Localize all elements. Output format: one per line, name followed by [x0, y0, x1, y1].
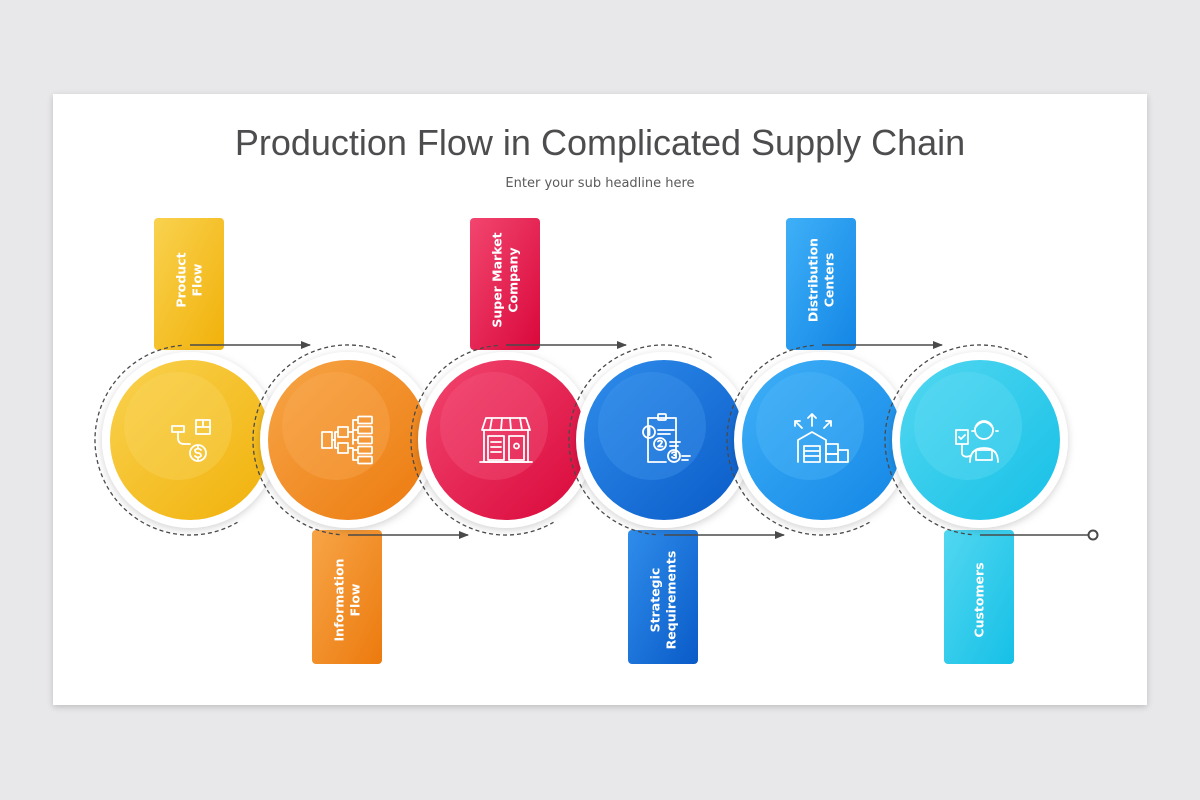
step-label-5-line-1: Distribution: [806, 238, 821, 322]
customer-icon: [955, 420, 999, 463]
step-label-3-line-2: Company: [506, 247, 521, 312]
step-ring-3: [410, 344, 554, 536]
step-ring-2: [252, 344, 396, 536]
step-ring-4: [568, 344, 712, 536]
step-label-4-line-1: Strategic: [648, 568, 663, 633]
warehouse-icon: [794, 413, 849, 463]
step-tab-6: Customers: [944, 530, 1014, 664]
step-label-2-line-1: Information: [332, 559, 347, 642]
flow-end-dot: [1087, 529, 1099, 541]
step-ring-1: [94, 344, 238, 536]
money-transfer-icon: [171, 419, 211, 462]
step-label-2-line-2: Flow: [348, 583, 363, 616]
store-icon: [479, 417, 533, 463]
step-label-5-line-2: Centers: [822, 253, 837, 308]
step-label-1-line-2: Flow: [190, 263, 205, 296]
step-circle-5: [742, 360, 902, 520]
step-circle-6: [900, 360, 1060, 520]
step-highlight-3: [440, 372, 548, 480]
step-highlight-5: [756, 372, 864, 480]
checklist-icon: [642, 413, 691, 463]
step-label-3-line-1: Super Market: [490, 232, 505, 327]
step-label-1-line-1: Product: [174, 252, 189, 307]
step-circle-3: [426, 360, 586, 520]
step-circle-1: [110, 360, 270, 520]
step-highlight-6: [914, 372, 1022, 480]
slide-subtitle: Enter your sub headline here: [505, 176, 695, 191]
step-highlight-2: [282, 372, 390, 480]
slide-title: Production Flow in Complicated Supply Ch…: [234, 122, 966, 163]
step-label-6-line-1: Customers: [972, 562, 987, 637]
flowchart-icon: [321, 415, 373, 465]
step-circle-2: [268, 360, 428, 520]
step-label-4-line-2: Requirements: [664, 551, 679, 650]
step-ring-5: [726, 344, 870, 536]
step-ring-6: [884, 344, 1028, 536]
